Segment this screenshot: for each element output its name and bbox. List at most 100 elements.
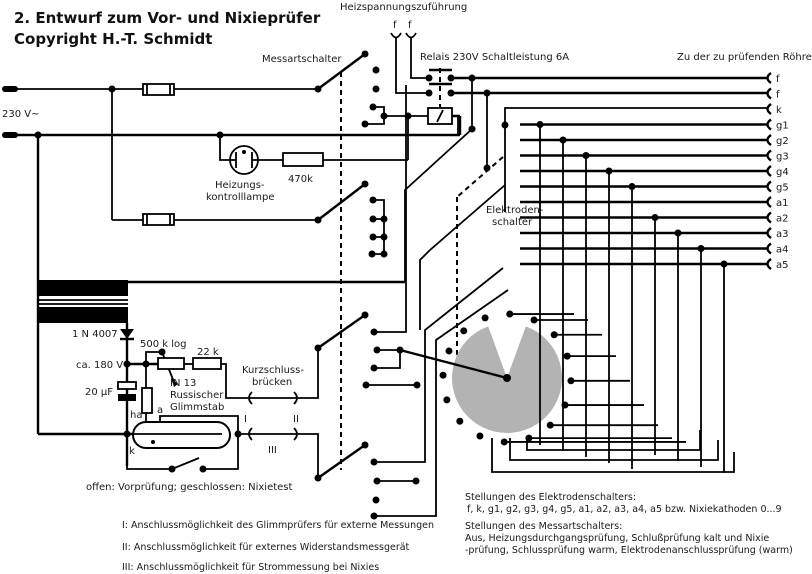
tube-pin-g3: g3 (520, 149, 789, 163)
pin-socket-icon (766, 87, 772, 100)
pin-socket-icon (766, 103, 772, 115)
tube-pin-label: g1 (776, 121, 789, 132)
port-I-label: I (244, 414, 247, 425)
pin-socket-icon (766, 227, 772, 239)
junction-dot (720, 260, 728, 268)
tube-pin-label: a5 (776, 260, 789, 271)
measure-positions-title: Stellungen des Messartschalters: (465, 521, 622, 532)
mains-terminal-n (2, 132, 18, 138)
heating-f1-label: f (393, 20, 397, 31)
tube-connection-label: Zu der zu prüfenden Röhre (677, 52, 812, 63)
tube-pin-g1: g1 (520, 118, 789, 132)
tube-pin-label: g2 (776, 136, 789, 147)
tube-pin-label: g5 (776, 183, 789, 194)
pin-socket-icon (766, 196, 772, 208)
tube-label-3: Glimmstab (170, 402, 224, 413)
tube-pin-label: g3 (776, 152, 789, 163)
tube-pin-f: f (766, 87, 780, 101)
mains-label: 230 V~ (2, 109, 40, 120)
junction-dot (582, 152, 590, 159)
rotary-switch-contacts (439, 121, 735, 473)
relay-label: Relais 230V Schaltleistung 6A (420, 52, 569, 63)
tube-pin-f: f (766, 72, 780, 85)
electrode-switch-label-1: Elektroden- (486, 205, 544, 216)
capacitor-label: 20 µF (85, 387, 113, 398)
switch-contact (439, 371, 447, 379)
electrode-positions: f, k, g1, g2, g3, g4, g5, a1, a2, a3, a4… (467, 504, 782, 515)
transformer (36, 280, 405, 434)
junction-dot (674, 229, 682, 237)
pin-socket-icon (766, 72, 772, 84)
junction-dot (628, 183, 636, 190)
measure-switch: Messartschalter (262, 50, 509, 520)
junction-dot (697, 245, 705, 252)
electrode-switch-label-2: schalter (492, 217, 533, 228)
heating-supply-label: Heizspannungszuführung (340, 2, 467, 13)
glow-tester-circuit: 1 N 4007 ca. 180 V 20 µF 500 k log 22 k … (38, 323, 319, 493)
tube-pin-g5: g5 (520, 180, 789, 194)
pin-socket-icon (766, 242, 772, 255)
return-wire (491, 438, 735, 473)
short-bridge-label-2: brücken (252, 377, 292, 388)
pin-socket-icon (766, 180, 772, 193)
tube-pin-label: f (776, 90, 780, 101)
port-II-label: II (293, 414, 299, 425)
tube-label-2: Russischer (170, 390, 224, 401)
rotary-switch-disc (399, 326, 562, 433)
pin-k-label: k (129, 446, 135, 457)
legend: I: Anschlussmöglichkeit des Glimmprüfers… (122, 520, 434, 573)
electrode-switch: Elektroden- schalter (419, 107, 768, 390)
legend-III: III: Anschlussmöglichkeit für Strommessu… (122, 562, 379, 573)
return-wire (526, 430, 701, 451)
heating-wiring (404, 74, 768, 282)
short-bridge-label-1: Kurzschluss- (242, 365, 304, 376)
heating-f2-label: f (408, 20, 412, 31)
heating-lamp-label-1: Heizungs- (215, 180, 265, 191)
switch-note: offen: Vorprüfung; geschlossen: Nixietes… (86, 482, 293, 493)
resistor-22k-label: 22 k (197, 347, 219, 358)
switch-contact (481, 314, 489, 322)
pin-socket-icon (766, 211, 772, 224)
tube-pin-label: a2 (776, 214, 789, 225)
resistor-470k-label: 470k (288, 174, 313, 185)
legend-I: I: Anschlussmöglichkeit des Glimmprüfers… (122, 520, 434, 531)
junction-dot (536, 121, 544, 128)
heating-control-lamp: Heizungs- kontrolllampe (206, 131, 283, 203)
tube-pin-label: g4 (776, 167, 789, 178)
tube-pin-k: k (766, 103, 782, 116)
pin-socket-icon (766, 118, 772, 131)
tube-pin-a4: a4 (520, 242, 789, 256)
title-line-2: Copyright H.-T. Schmidt (14, 30, 212, 48)
tube-pin-a1: a1 (520, 196, 789, 209)
pin-socket-icon (766, 258, 772, 270)
tube-pin-a2: a2 (520, 211, 789, 225)
in13-tube (132, 421, 231, 449)
switch-contact (476, 432, 484, 440)
switch-contact (445, 347, 453, 355)
junction-dot (651, 214, 659, 221)
pin-socket-icon (766, 134, 772, 146)
voltage-label: ca. 180 V (76, 360, 123, 371)
return-wire (509, 438, 719, 461)
mains-input: 230 V~ (2, 86, 40, 138)
switch-contact (460, 327, 468, 335)
pin-ha-label: ha (130, 410, 142, 421)
mains-terminal-l (2, 86, 18, 92)
fuse-1 (142, 83, 175, 96)
heating-lamp-label-2: kontrolllampe (206, 192, 275, 203)
tube-pin-label: a1 (776, 198, 789, 209)
legend-II: II: Anschlussmöglichkeit für externes Wi… (122, 542, 410, 553)
tube-pin-label: f (776, 74, 780, 85)
tube-pin-label: a4 (776, 245, 789, 256)
diode-label: 1 N 4007 (72, 329, 118, 340)
fuse-2 (142, 213, 175, 226)
switch-contact (443, 396, 451, 404)
pin-a-label: a (157, 405, 163, 416)
capacitor-plate-negative (118, 394, 136, 401)
tube-connectors: Zu der zu prüfenden Röhre (677, 52, 812, 63)
tube-pin-label: a3 (776, 229, 789, 240)
port-III-label: III (268, 445, 277, 456)
heating-supply: Heizspannungszuführung f f (340, 2, 467, 94)
